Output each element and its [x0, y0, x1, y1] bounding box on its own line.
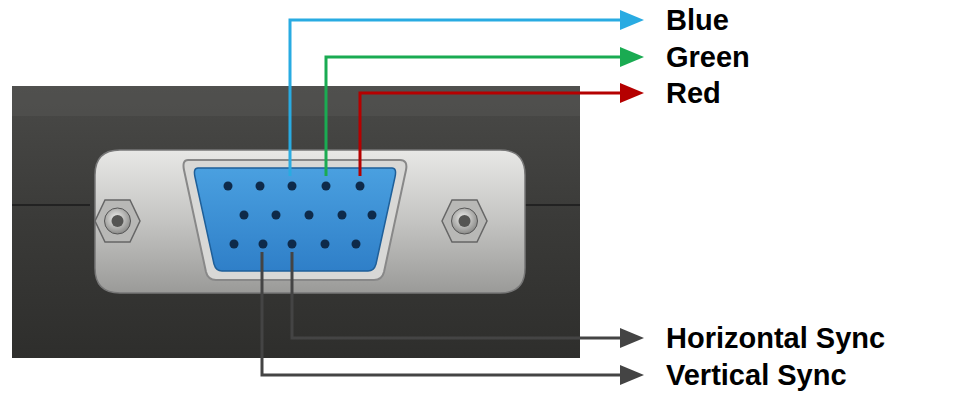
- hex-screw: [442, 200, 487, 242]
- blue-leader: [290, 20, 622, 176]
- pin-holes: [224, 182, 377, 249]
- signal-label: Red: [666, 77, 721, 109]
- green-leader: [326, 57, 622, 176]
- metal-plate: [95, 150, 525, 293]
- red-leader: [360, 93, 622, 176]
- vsync-leader: [262, 252, 622, 375]
- hex-screw: [95, 200, 140, 242]
- panel-band: [12, 86, 580, 116]
- signal-label: Horizontal Sync: [666, 322, 885, 354]
- signal-label: Green: [666, 41, 750, 73]
- connector-insert: [194, 168, 395, 271]
- hsync-leader: [292, 252, 622, 338]
- panel-background: [12, 86, 580, 358]
- signal-label: Vertical Sync: [666, 359, 847, 391]
- panel-seam: [12, 204, 90, 206]
- leader-lines: [262, 20, 622, 375]
- arrowheads: [620, 10, 644, 385]
- d-sub-shell: [184, 160, 407, 280]
- signal-label: Blue: [666, 4, 729, 36]
